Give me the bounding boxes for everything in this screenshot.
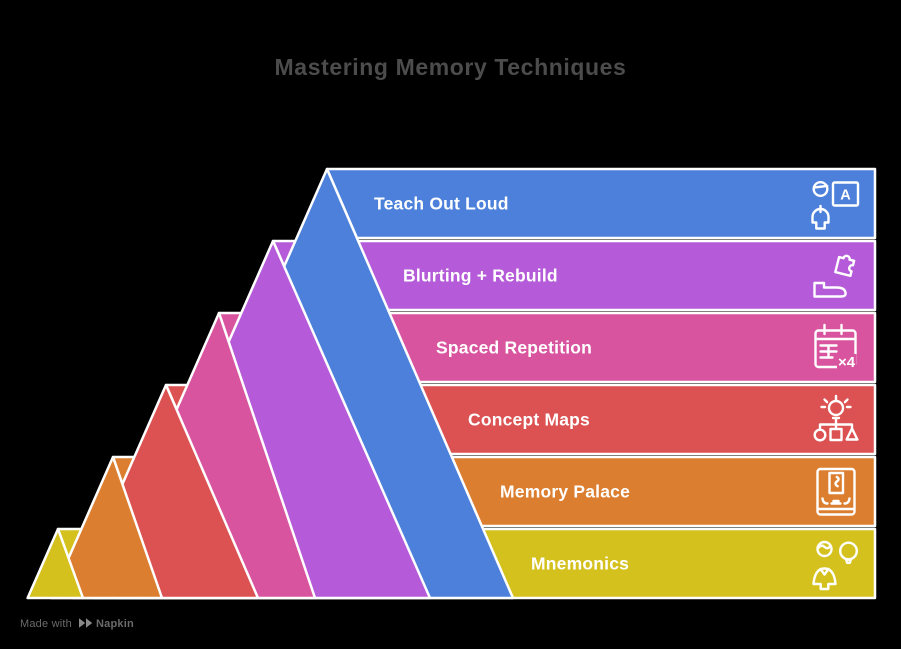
- pyramid-icons: A ×4: [811, 180, 860, 591]
- level-peak-memory-palace: [49, 455, 164, 600]
- calendar-x4-icon-text: ×4: [838, 354, 856, 371]
- watermark-brand: Napkin: [96, 618, 134, 630]
- idea-flowchart-icon: [813, 394, 859, 442]
- person-idea-icon: [812, 540, 859, 591]
- level-label-blurting-rebuild: Blurting + Rebuild: [403, 266, 558, 286]
- level-label-memory-palace: Memory Palace: [500, 482, 630, 502]
- level-label-spaced-repetition: Spaced Repetition: [436, 338, 592, 358]
- hand-puzzle-icon: [813, 254, 856, 298]
- level-label-mnemonics: Mnemonics: [531, 554, 629, 574]
- level-label-concept-maps: Concept Maps: [468, 410, 590, 430]
- teacher-board-icon: A: [811, 180, 860, 230]
- pyramid-peaks: [26, 167, 515, 600]
- teacher-board-icon-text: A: [840, 188, 851, 204]
- watermark-made-with: Made with: [20, 618, 72, 630]
- palace-room-icon: [816, 467, 856, 516]
- napkin-chevrons-icon: [79, 618, 93, 628]
- watermark: Made with Napkin: [20, 618, 134, 630]
- page-title: Mastering Memory Techniques: [275, 54, 627, 80]
- level-peak-mnemonics: [26, 527, 85, 600]
- calendar-x4-icon: ×4: [814, 323, 857, 371]
- level-label-teach-out-loud: Teach Out Loud: [374, 194, 509, 214]
